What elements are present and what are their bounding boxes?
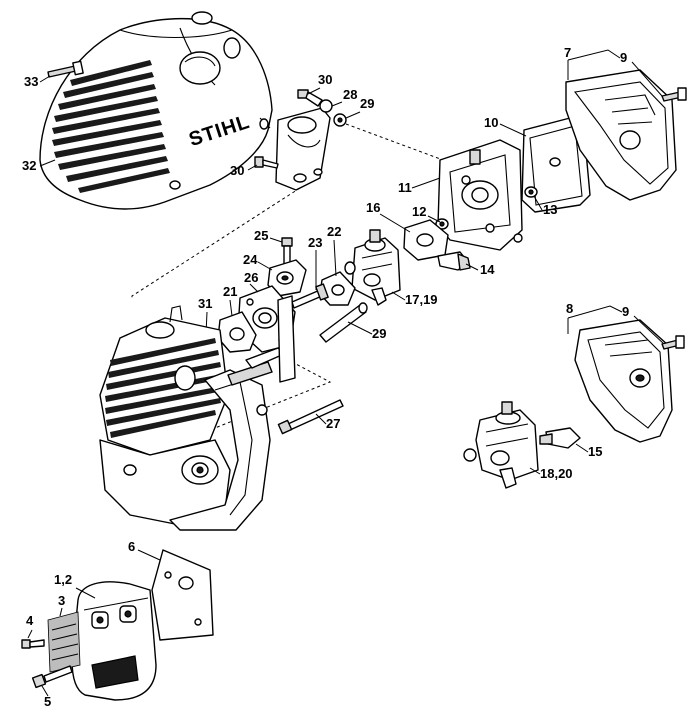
impulse-hose-21	[319, 302, 368, 343]
callout-30-top: 30	[318, 72, 332, 87]
spark-screen-3	[47, 611, 81, 673]
shroud-grille	[52, 60, 170, 193]
callout-10: 10	[484, 115, 498, 130]
valve-24	[267, 259, 307, 297]
callout-7: 7	[564, 45, 571, 60]
callout-32: 32	[22, 158, 36, 173]
callout-33: 33	[24, 74, 38, 89]
gasket-16	[403, 219, 449, 261]
screw-30-top	[297, 89, 333, 113]
carburetor-18-20	[463, 401, 539, 489]
alignment-line-2	[131, 187, 301, 300]
filter-cover-8	[574, 319, 673, 443]
callout-3: 3	[58, 593, 65, 608]
callout-24: 24	[243, 252, 258, 267]
callout-31: 21	[223, 284, 237, 299]
callout-30-lower: 30	[230, 163, 244, 178]
gasket-31	[217, 311, 257, 353]
screw-9-lower	[661, 335, 685, 350]
crankcase	[99, 439, 231, 526]
callout-25: 25	[254, 228, 268, 243]
nut-13	[524, 186, 538, 198]
callout-23: 23	[308, 235, 322, 250]
callout-17-19: 17,19	[405, 292, 438, 307]
screw-23	[291, 283, 329, 309]
choke-knob-15	[539, 427, 581, 449]
callout-6: 6	[128, 539, 135, 554]
muffler-1-2	[71, 581, 157, 701]
callout-9-top: 9	[620, 50, 627, 65]
mounting-bracket	[245, 295, 296, 383]
air-filter-cover-7	[565, 69, 677, 201]
engine-cylinder	[99, 305, 229, 456]
callout-26: 26	[244, 270, 258, 285]
callout-9-lower: 9	[622, 304, 629, 319]
callout-15: 15	[588, 444, 602, 459]
callout-29-lower: 31	[198, 296, 212, 311]
screw-30-lower	[254, 156, 279, 169]
fan-housing	[169, 361, 273, 531]
callout-12: 12	[412, 204, 426, 219]
callout-21: 29	[372, 326, 386, 341]
gasket-22	[319, 271, 356, 306]
air-filter-base	[437, 139, 523, 251]
screw-33	[47, 60, 84, 78]
callout-5: 5	[44, 694, 51, 709]
bolt-27	[277, 399, 344, 435]
callout-28: 28	[343, 87, 357, 102]
callout-27: 27	[326, 416, 340, 431]
engine-shroud: STIHL	[39, 11, 273, 210]
callout-14: 14	[480, 262, 495, 277]
choke-knob-14	[437, 251, 471, 271]
callout-8: 8	[566, 301, 573, 316]
screw-9-top	[661, 87, 687, 102]
callout-22: 22	[327, 224, 341, 239]
callout-18-20: 18,20	[540, 466, 573, 481]
intake-bracket	[275, 107, 331, 191]
callout-11: 11	[398, 180, 412, 195]
gasket-plate-6	[151, 549, 214, 641]
callout-4: 4	[26, 613, 34, 628]
callout-1-2: 1,2	[54, 572, 72, 587]
callout-16: 16	[366, 200, 380, 215]
callout-13: 13	[543, 202, 557, 217]
callout-29-top: 29	[360, 96, 374, 111]
screw-4	[21, 639, 45, 649]
screw-5	[31, 665, 73, 689]
washer-29-top	[333, 113, 347, 127]
